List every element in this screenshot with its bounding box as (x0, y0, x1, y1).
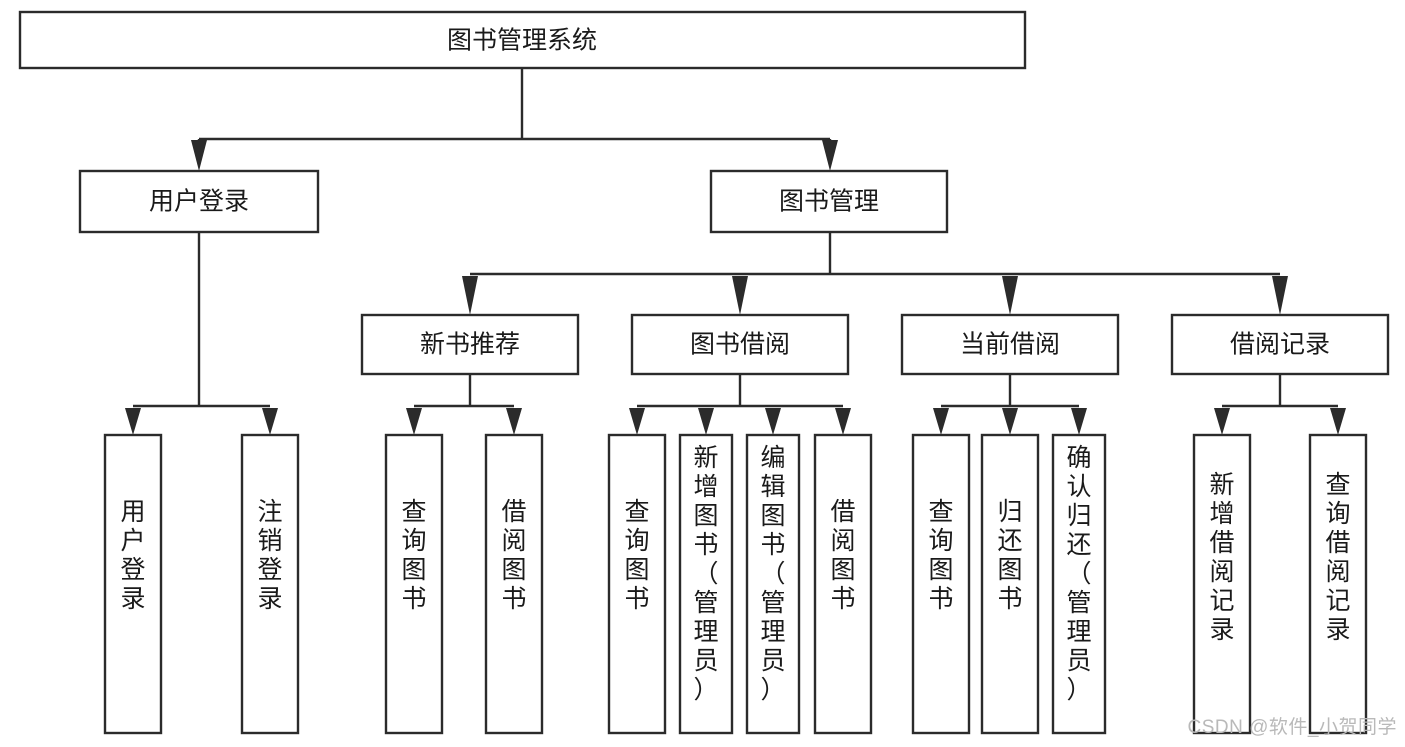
node-leaf-query-book-3-label: 查询图书 (928, 498, 953, 613)
csdn-watermark: CSDN @软件_小贺同学 (1187, 717, 1397, 738)
connector-group-root (191, 68, 838, 171)
node-book-borrow[interactable]: 图书借阅 (630, 313, 850, 376)
node-leaf-edit-book[interactable]: 编辑图书（管理员） (745, 433, 801, 735)
node-current-borrow-box (900, 313, 1120, 376)
connector-group-borrow-record (1214, 374, 1346, 435)
node-leaf-return-book[interactable]: 归还图书 (980, 433, 1040, 735)
node-root-label: 图书管理系统 (447, 27, 597, 55)
arrow-head-leaf-user-login (125, 408, 141, 435)
node-leaf-confirm-return-box (1051, 433, 1107, 735)
node-borrow-record-box (1170, 313, 1390, 376)
node-new-book-recommend-box (360, 313, 580, 376)
node-leaf-query-book-1[interactable]: 查询图书 (384, 433, 444, 735)
node-leaf-edit-book-label: 编辑图书（管理员） (760, 444, 785, 704)
node-leaf-add-book[interactable]: 新增图书（管理员） (678, 433, 734, 735)
node-leaf-add-book-label: 新增图书（管理员） (693, 444, 718, 704)
node-user-login-label: 用户登录 (149, 188, 249, 216)
node-user-login[interactable]: 用户登录 (78, 169, 320, 234)
node-leaf-query-record-box (1308, 433, 1368, 735)
node-new-book-recommend-label: 新书推荐 (420, 331, 520, 359)
connector-group-book-manage (462, 232, 1288, 315)
node-book-manage-label: 图书管理 (779, 188, 879, 216)
node-leaf-query-record-label: 查询借阅记录 (1325, 471, 1350, 644)
node-root[interactable]: 图书管理系统 (18, 10, 1027, 70)
arrow-head-user-login (191, 140, 207, 171)
connector-group-current-borrow (933, 374, 1087, 435)
node-leaf-borrow-book-2[interactable]: 借阅图书 (813, 433, 873, 735)
arrow-head-leaf-add-book (698, 408, 714, 435)
node-leaf-user-login-box (103, 433, 163, 735)
node-borrow-record[interactable]: 借阅记录 (1170, 313, 1390, 376)
node-borrow-record-label: 借阅记录 (1230, 331, 1330, 359)
arrow-head-current-borrow (1002, 276, 1018, 315)
node-leaf-query-book-2[interactable]: 查询图书 (607, 433, 667, 735)
arrow-head-leaf-edit-book (765, 408, 781, 435)
node-book-manage-box (709, 169, 949, 234)
arrow-head-leaf-user-logout (262, 408, 278, 435)
node-user-login-box (78, 169, 320, 234)
node-leaf-add-book-box (678, 433, 734, 735)
arrow-head-leaf-query-record (1330, 408, 1346, 435)
arrow-head-new-book-recommend (462, 276, 478, 315)
node-leaf-confirm-return-label: 确认归还（管理员） (1066, 444, 1091, 704)
arrow-head-borrow-record (1272, 276, 1288, 315)
node-leaf-borrow-book-2-box (813, 433, 873, 735)
connector-group-book-borrow (629, 374, 851, 435)
node-leaf-user-logout-box (240, 433, 300, 735)
node-leaf-query-book-2-box (607, 433, 667, 735)
node-leaf-return-book-label: 归还图书 (997, 498, 1022, 613)
node-leaf-query-book-2-label: 查询图书 (624, 498, 649, 613)
arrow-head-leaf-query-book-2 (629, 408, 645, 435)
arrow-head-leaf-confirm-return (1071, 408, 1087, 435)
node-leaf-user-logout[interactable]: 注销登录 (240, 433, 300, 735)
node-current-borrow[interactable]: 当前借阅 (900, 313, 1120, 376)
node-leaf-query-book-1-box (384, 433, 444, 735)
node-leaf-add-record[interactable]: 新增借阅记录 (1192, 433, 1252, 735)
arrow-head-book-manage (822, 140, 838, 171)
arrow-head-leaf-query-book-1 (406, 408, 422, 435)
node-leaf-borrow-book-1[interactable]: 借阅图书 (484, 433, 544, 735)
node-leaf-query-book-1-label: 查询图书 (401, 498, 426, 613)
node-leaf-return-book-box (980, 433, 1040, 735)
node-leaf-edit-book-box (745, 433, 801, 735)
arrow-head-leaf-borrow-book-1 (506, 408, 522, 435)
node-leaf-user-login[interactable]: 用户登录 (103, 433, 163, 735)
arrow-head-leaf-return-book (1002, 408, 1018, 435)
node-leaf-user-logout-label: 注销登录 (257, 498, 282, 613)
connector-group-user-login (125, 232, 278, 435)
node-leaf-user-login-label: 用户登录 (120, 498, 145, 613)
node-leaf-confirm-return[interactable]: 确认归还（管理员） (1051, 433, 1107, 735)
node-current-borrow-label: 当前借阅 (960, 331, 1060, 359)
node-leaf-borrow-book-1-box (484, 433, 544, 735)
arrow-head-leaf-add-record (1214, 408, 1230, 435)
node-leaf-query-book-3[interactable]: 查询图书 (911, 433, 971, 735)
arrow-head-book-borrow (732, 276, 748, 315)
node-new-book-recommend[interactable]: 新书推荐 (360, 313, 580, 376)
node-leaf-borrow-book-2-label: 借阅图书 (830, 498, 855, 613)
arrow-head-leaf-query-book-3 (933, 408, 949, 435)
node-leaf-query-book-3-box (911, 433, 971, 735)
node-leaf-add-record-box (1192, 433, 1252, 735)
node-root-box (18, 10, 1027, 70)
arrow-head-leaf-borrow-book-2 (835, 408, 851, 435)
node-book-manage[interactable]: 图书管理 (709, 169, 949, 234)
node-book-borrow-label: 图书借阅 (690, 331, 790, 359)
node-leaf-add-record-label: 新增借阅记录 (1209, 471, 1234, 644)
node-leaf-borrow-book-1-label: 借阅图书 (501, 498, 526, 613)
node-book-borrow-box (630, 313, 850, 376)
connector-group-new-book-recommend (406, 374, 522, 435)
node-leaf-query-record[interactable]: 查询借阅记录 (1308, 433, 1368, 735)
